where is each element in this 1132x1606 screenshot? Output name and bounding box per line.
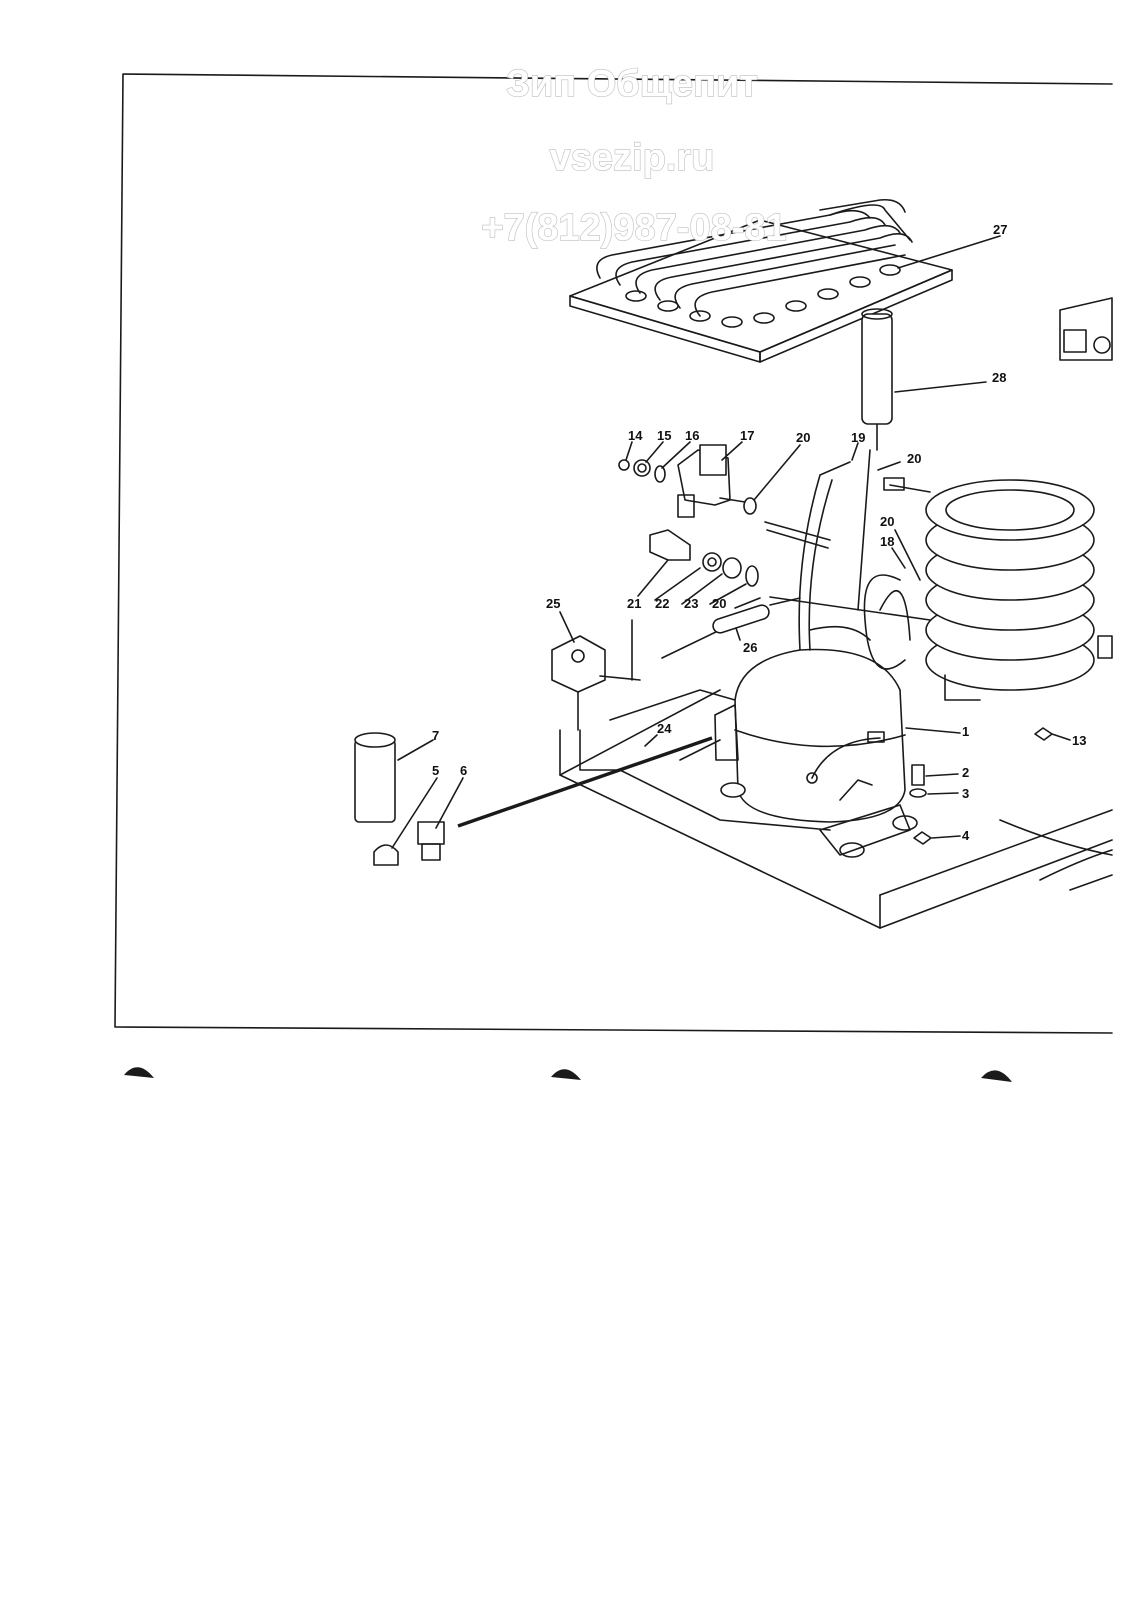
filter-cylinder [354, 732, 396, 823]
drawing-frame [114, 73, 1113, 1034]
mount-bolt [909, 764, 927, 798]
callout-28: 28 [992, 370, 1006, 385]
callout-6: 6 [460, 763, 467, 778]
callout-22: 22 [655, 596, 669, 611]
callout-20-coil: 20 [880, 514, 894, 529]
callout-20-lower: 20 [712, 596, 726, 611]
callout-21: 21 [627, 596, 641, 611]
callout-20-receiver: 20 [907, 451, 921, 466]
solenoid-coil [551, 619, 641, 731]
callout-20-upper: 20 [796, 430, 810, 445]
callout-17: 17 [740, 428, 754, 443]
callout-3: 3 [962, 786, 969, 801]
control-box [1059, 297, 1113, 361]
watermark-phone: +7(812)987-08-81 [481, 207, 786, 249]
callout-7: 7 [432, 728, 439, 743]
callout-5: 5 [432, 763, 439, 778]
watermark-company: Зип Общепит [506, 63, 758, 105]
callout-18: 18 [880, 534, 894, 549]
evaporator-grid [569, 198, 953, 363]
base-plate [559, 689, 1113, 929]
edge-fittings [1039, 635, 1113, 891]
callout-15: 15 [657, 428, 671, 443]
callout-19: 19 [851, 430, 865, 445]
compressor [714, 648, 918, 858]
filter-dryer [661, 597, 801, 659]
receiver-tank [857, 308, 893, 611]
callout-13: 13 [1072, 733, 1086, 748]
condenser-coil [883, 477, 1095, 701]
solenoid-valve-assembly [618, 444, 757, 518]
callout-1: 1 [962, 724, 969, 739]
callout-23: 23 [684, 596, 698, 611]
binder-marks [124, 1067, 1012, 1082]
callout-4: 4 [962, 828, 970, 843]
watermark-site: vsezip.ru [550, 137, 715, 179]
callout-16: 16 [685, 428, 699, 443]
leader-lines [391, 235, 1071, 849]
callout-26: 26 [743, 640, 757, 655]
callout-14: 14 [628, 428, 643, 443]
watermark: Зип Общепит vsezip.ru +7(812)987-08-81 [481, 62, 787, 249]
callout-2: 2 [962, 765, 969, 780]
callout-27: 27 [993, 222, 1007, 237]
service-valve [417, 736, 713, 861]
mount-nut [913, 727, 1053, 845]
fitting-set [649, 529, 759, 587]
service-cap [373, 844, 399, 866]
callout-24: 24 [657, 721, 672, 736]
callout-labels: 27 28 14 15 16 17 20 19 20 20 18 21 22 2… [432, 222, 1086, 843]
callout-25: 25 [546, 596, 560, 611]
